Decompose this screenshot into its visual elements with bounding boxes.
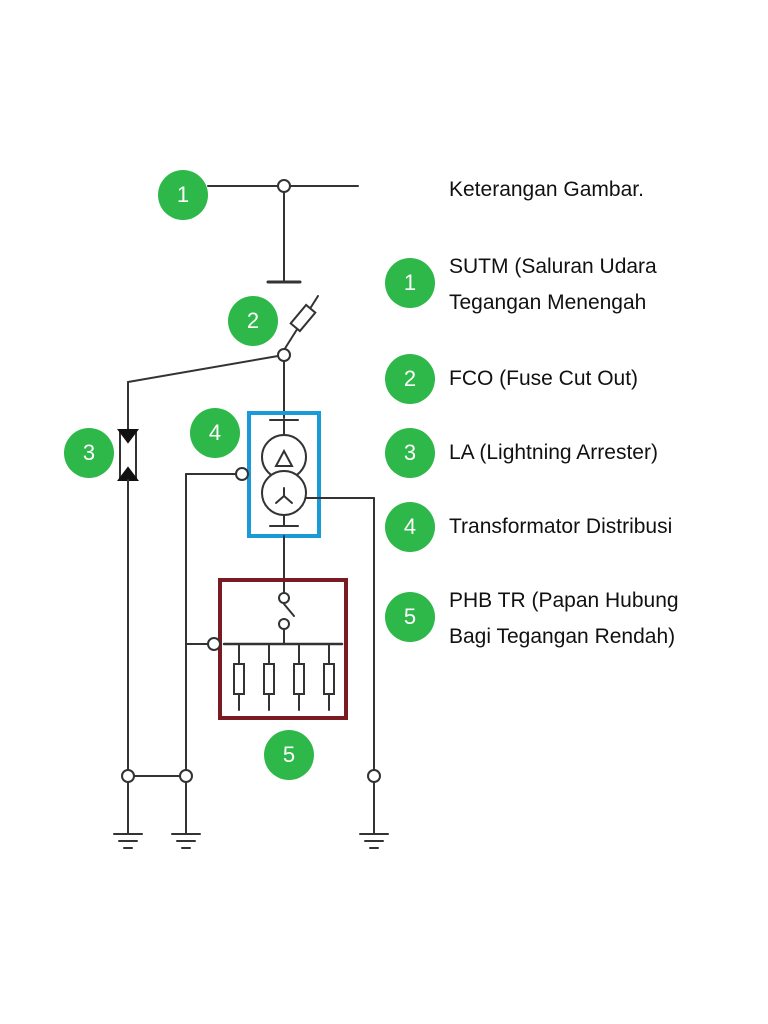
legend-item-1: 1 SUTM (Saluran Udara Tegangan Menengah [385, 255, 745, 326]
la-feed-wire [127, 355, 279, 383]
transformer-body-node [235, 467, 249, 481]
ground-node-neutral [367, 769, 381, 783]
legend-text-1: SUTM (Saluran Udara Tegangan Menengah [449, 255, 657, 314]
fco-symbol [277, 295, 319, 362]
phb-fuses [233, 643, 335, 711]
legend-text-2: FCO (Fuse Cut Out) [449, 367, 639, 390]
earth-symbol-body [171, 833, 201, 849]
legend-title: Keterangan Gambar. [449, 178, 644, 201]
phb-body-node [207, 637, 221, 651]
phb-switch [278, 592, 295, 645]
legend-badge-5: 5 [385, 592, 435, 642]
earth-symbol-la [113, 833, 143, 849]
transformer-symbol [261, 419, 307, 527]
legend-text-3: LA (Lightning Arrester) [449, 441, 658, 464]
badge-fco: 2 [228, 296, 278, 346]
badge-phb: 5 [264, 730, 314, 780]
legend-badge-1: 1 [385, 258, 435, 308]
phb-box [218, 578, 348, 720]
badge-transformer: 4 [190, 408, 240, 458]
legend-text-4: Transformator Distribusi [449, 515, 673, 538]
badge-la: 3 [64, 428, 114, 478]
la-symbol [117, 429, 139, 481]
legend-badge-3: 3 [385, 428, 435, 478]
badge-sutm: 1 [158, 170, 208, 220]
sutm-node [277, 179, 291, 193]
ground-node-body [179, 769, 193, 783]
earth-symbol-neutral [359, 833, 389, 849]
legend-item-2: 2 FCO (Fuse Cut Out) [385, 354, 745, 424]
legend-item-5: 5 PHB TR (Papan Hubung Bagi Tegangan Ren… [385, 589, 745, 660]
legend-badge-4: 4 [385, 502, 435, 552]
ground-node-la [121, 769, 135, 783]
legend-item-4: 4 Transformator Distribusi [385, 502, 745, 572]
legend-text-5: PHB TR (Papan Hubung Bagi Tegangan Renda… [449, 589, 679, 648]
legend-item-3: 3 LA (Lightning Arrester) [385, 428, 745, 498]
legend-badge-2: 2 [385, 354, 435, 404]
